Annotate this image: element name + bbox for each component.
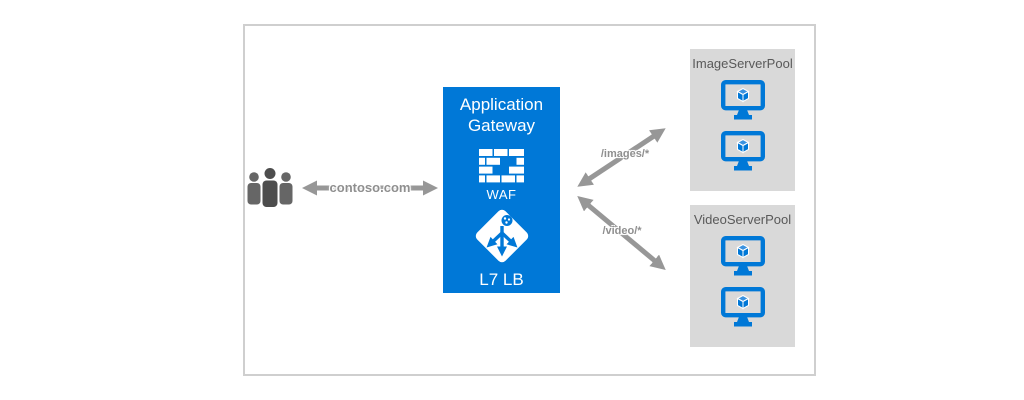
- server-pool-imageserverpool: ImageServerPool: [690, 49, 795, 191]
- person-right-icon: [279, 172, 293, 205]
- pool-title: ImageServerPool: [692, 56, 793, 71]
- server-pool-videoserverpool: VideoServerPool: [690, 205, 795, 347]
- server-vm-icon: [720, 287, 765, 327]
- route-label-video: /video/*: [602, 225, 642, 237]
- application-gateway-title: Application Gateway: [459, 95, 544, 136]
- person-left-icon: [247, 172, 261, 205]
- waf-label: WAF: [486, 186, 517, 202]
- server-vm-icon: [720, 80, 765, 120]
- server-vm-icon: [720, 131, 765, 171]
- users-icon: [247, 168, 293, 207]
- l7-load-balancer-icon: [475, 209, 528, 262]
- person-middle-icon: [262, 168, 278, 207]
- waf-firewall-icon: [479, 148, 524, 182]
- application-gateway-box: Application Gateway WAF L7 LB: [443, 87, 560, 293]
- contoso-domain-label: contoso.com: [329, 180, 411, 195]
- l7-lb-label: L7 LB: [479, 269, 524, 289]
- pool-title: VideoServerPool: [693, 212, 792, 227]
- route-label-images: /images/*: [600, 148, 650, 160]
- diagram-frame: [243, 24, 816, 376]
- globe-icon: [501, 214, 512, 226]
- server-vm-icon: [720, 236, 765, 276]
